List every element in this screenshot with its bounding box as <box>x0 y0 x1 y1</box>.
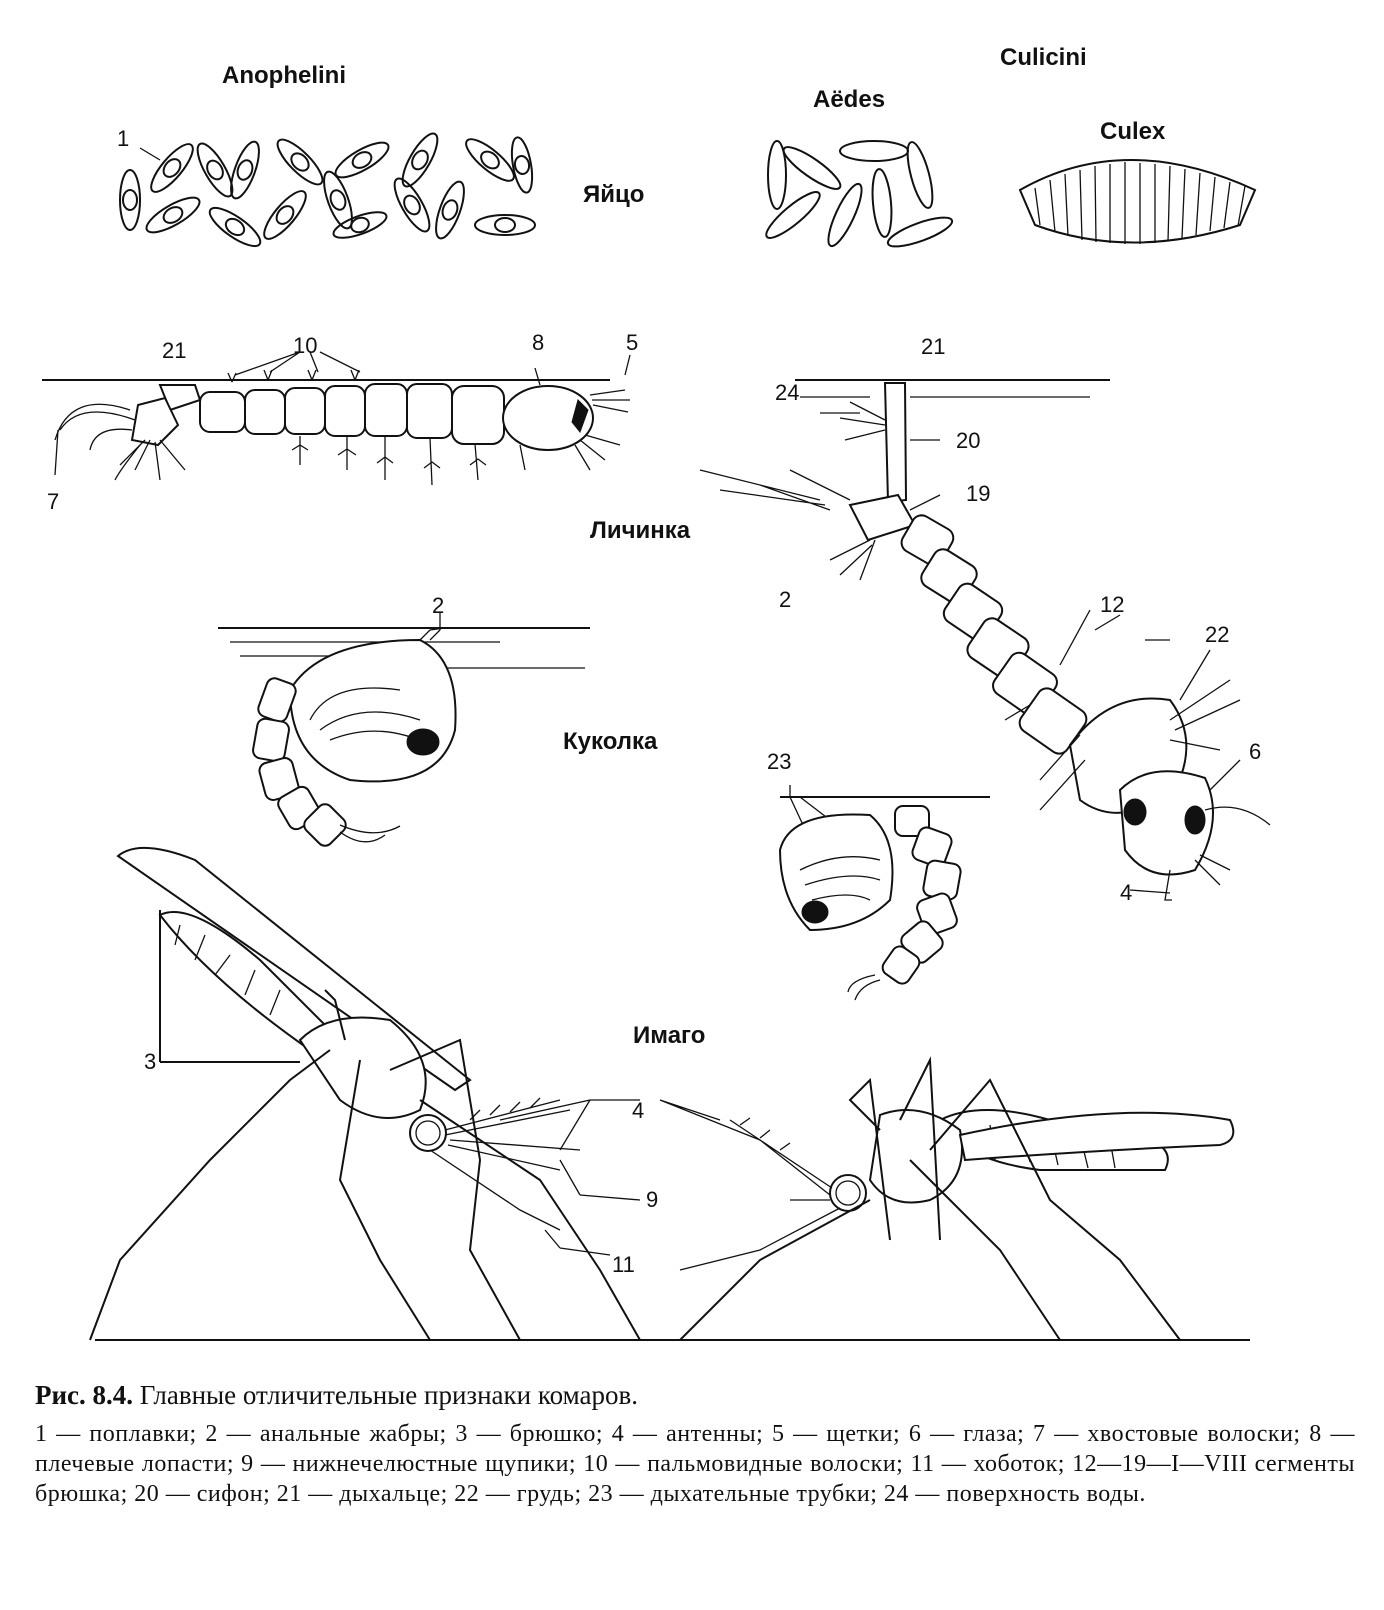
header-anophelini: Anophelini <box>222 62 346 89</box>
callout-2-larva: 2 <box>779 587 792 612</box>
anopheles-larva <box>42 351 631 486</box>
figure-title: Главные отличительные признаки комаров. <box>139 1380 638 1410</box>
culex-adult <box>659 1056 1235 1341</box>
anopheles-eggs <box>119 132 536 248</box>
anopheles-adult <box>89 846 641 1341</box>
callout-21-anopheles: 21 <box>162 338 187 363</box>
callout-20: 20 <box>956 428 981 453</box>
figure-caption: Рис. 8.4. Главные отличительные признаки… <box>35 1380 1355 1509</box>
header-culicini: Culicini <box>1000 44 1087 71</box>
callout-23: 23 <box>767 749 792 774</box>
callout-19: 19 <box>966 481 991 506</box>
caption-title: Рис. 8.4. Главные отличительные признаки… <box>35 1380 1355 1411</box>
caption-legend: 1 — поплавки; 2 — анальные жабры; 3 — бр… <box>35 1421 1355 1507</box>
callout-2-pupa: 2 <box>432 593 445 618</box>
stage-egg-label: Яйцо <box>583 181 645 208</box>
callout-10: 10 <box>293 333 318 358</box>
diagram-drawing <box>42 132 1271 1341</box>
culex-larva <box>699 379 1271 901</box>
callout-7: 7 <box>47 489 60 514</box>
stage-imago-label: Имаго <box>633 1022 706 1049</box>
header-aedes: Aëdes <box>813 86 886 113</box>
anopheles-pupa <box>218 612 590 847</box>
callout-6: 6 <box>1249 739 1262 764</box>
header-culex: Culex <box>1100 118 1166 145</box>
callout-9: 9 <box>646 1187 659 1212</box>
callout-5: 5 <box>626 330 639 355</box>
callout-12: 12 <box>1100 592 1125 617</box>
callout-4-larva: 4 <box>1120 880 1133 905</box>
mosquito-diagram: Anophelini Culicini Aëdes Culex Яйцо Лич… <box>42 44 1271 1341</box>
aedes-eggs <box>765 140 954 248</box>
callout-24: 24 <box>775 380 800 405</box>
callout-22: 22 <box>1205 622 1230 647</box>
culex-pupa <box>778 785 990 1001</box>
callout-3: 3 <box>144 1049 157 1074</box>
culex-egg-raft <box>1018 159 1257 244</box>
callout-21-culex: 21 <box>921 334 946 359</box>
callout-4-adult: 4 <box>632 1098 645 1123</box>
callout-1: 1 <box>117 126 130 151</box>
stage-larva-label: Личинка <box>590 517 691 544</box>
callout-11: 11 <box>612 1252 635 1277</box>
callout-8: 8 <box>532 330 545 355</box>
figure-number: Рис. 8.4. <box>35 1380 134 1410</box>
stage-pupa-label: Куколка <box>563 728 658 755</box>
